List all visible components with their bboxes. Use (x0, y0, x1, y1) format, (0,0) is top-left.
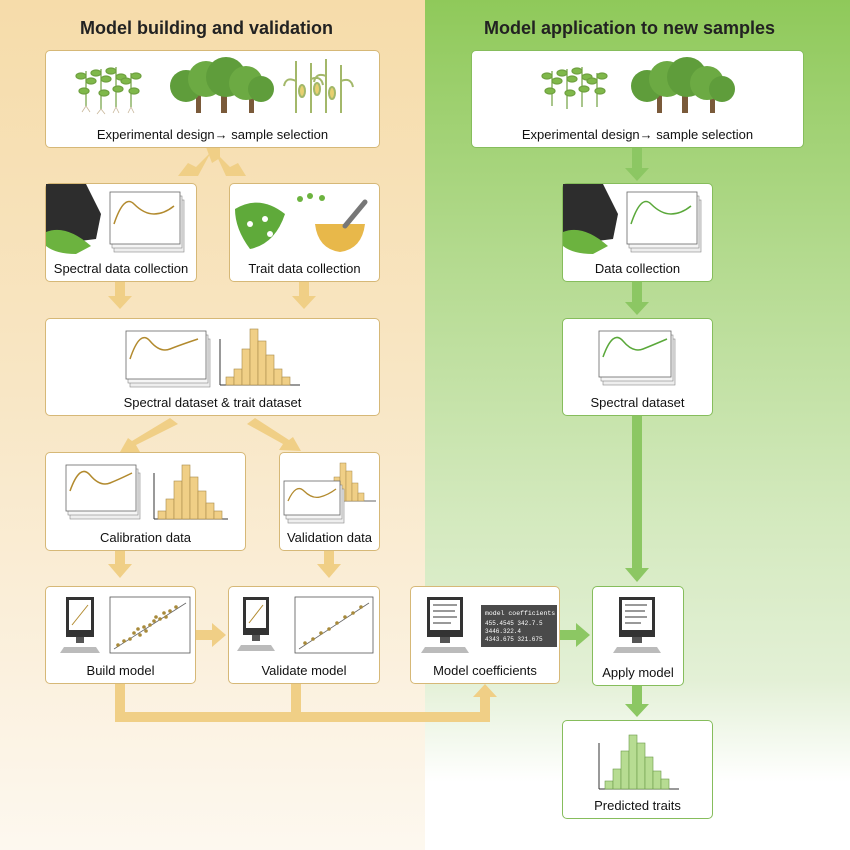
build-model-illustration (60, 596, 191, 654)
mortar-icon (315, 224, 365, 252)
calibration-data-label: Calibration data (99, 530, 192, 545)
plants-illustration (541, 57, 735, 113)
spectrometer-icon (563, 184, 618, 244)
spectral-data-collection-box: Spectral data collection (45, 183, 197, 282)
coefficients-illustration: model coefficients 455.4545 342.7.5 3446… (421, 597, 557, 653)
build-model-box: Build model (45, 586, 196, 684)
experimental-design-label-right: Experimental design→ sample selection (521, 127, 754, 142)
scatter-plot-icon (294, 596, 374, 654)
spectra-stack-icon (283, 480, 345, 524)
coefficients-line-1: 455.4545 342.7.5 (485, 620, 543, 627)
predicted-histogram-illustration (598, 734, 679, 790)
experimental-design-box-left: Experimental design→ sample selection (45, 50, 380, 148)
seedling-icon (75, 67, 142, 109)
pestle-icon (342, 199, 368, 229)
model-coefficients-label: Model coefficients (433, 663, 537, 678)
coefficients-card (481, 605, 557, 647)
plants-illustration (75, 57, 354, 115)
experimental-design-label-left: Experimental design→ sample selection (96, 127, 329, 142)
computer-icon (237, 597, 275, 651)
build-model-label: Build model (86, 663, 155, 678)
seedling-icon (541, 67, 608, 109)
spectral-data-collection-label: Spectral data collection (53, 261, 189, 276)
predicted-traits-label: Predicted traits (594, 798, 681, 813)
dataset-illustration (125, 328, 300, 388)
corn-icon (283, 59, 354, 113)
computer-icon (421, 597, 469, 653)
calibration-data-box: Calibration data (45, 452, 246, 551)
spectrometer-icon (46, 184, 101, 244)
apply-model-illustration (613, 597, 661, 653)
tan-arrows (108, 147, 497, 722)
coefficients-card-title: model coefficients (485, 610, 555, 617)
apply-model-box: Apply model (592, 586, 684, 686)
histogram-icon (219, 328, 300, 386)
apply-model-label: Apply model (602, 665, 674, 680)
trees-icon (170, 57, 274, 113)
spectral-trait-dataset-box: Spectral dataset & trait dataset (45, 318, 380, 416)
spectrometer-illustration (563, 184, 702, 254)
spectral-dataset-box: Spectral dataset (562, 318, 713, 416)
coefficients-line-3: 4343.675 321.675 (485, 636, 543, 643)
spectra-stack-icon (626, 191, 702, 253)
validate-model-illustration (237, 596, 374, 654)
validation-illustration (283, 462, 376, 524)
validation-data-box: Validation data (279, 452, 380, 551)
dataset-illustration (598, 330, 676, 386)
roots-icon (81, 105, 135, 115)
data-collection-box: Data collection (562, 183, 713, 282)
spectra-stack-icon (109, 191, 185, 253)
validate-model-box: Validate model (228, 586, 380, 684)
trait-illustration (235, 193, 368, 252)
computer-icon (613, 597, 661, 653)
left-heading: Model building and validation (80, 18, 333, 38)
trait-data-collection-label: Trait data collection (248, 261, 361, 276)
predicted-traits-box: Predicted traits (562, 720, 713, 819)
calibration-illustration (65, 464, 228, 520)
validate-model-label: Validate model (261, 663, 347, 678)
spectral-dataset-label: Spectral dataset (590, 395, 685, 410)
leaf-icon (563, 229, 608, 254)
spectra-stack-icon (125, 330, 211, 388)
computer-icon (60, 597, 100, 653)
experimental-design-box-right: Experimental design→ sample selection (471, 50, 804, 148)
spectra-stack-icon (65, 464, 141, 520)
leaf-icon (46, 229, 91, 254)
spectral-trait-dataset-label: Spectral dataset & trait dataset (123, 395, 302, 410)
leaf-icon (235, 202, 285, 249)
spectrometer-illustration (46, 184, 185, 254)
trait-data-collection-box: Trait data collection (229, 183, 380, 282)
trees-icon (631, 57, 735, 113)
model-coefficients-box: model coefficients 455.4545 342.7.5 3446… (410, 586, 560, 684)
histogram-icon (153, 464, 228, 520)
data-collection-label: Data collection (594, 261, 681, 276)
green-arrows (560, 148, 649, 717)
validation-data-label: Validation data (286, 530, 373, 545)
right-heading: Model application to new samples (484, 18, 776, 38)
spectra-stack-icon (598, 330, 676, 386)
coefficients-line-2: 3446.322.4 (485, 628, 521, 635)
scatter-plot-icon (109, 596, 191, 654)
histogram-icon (598, 734, 679, 790)
